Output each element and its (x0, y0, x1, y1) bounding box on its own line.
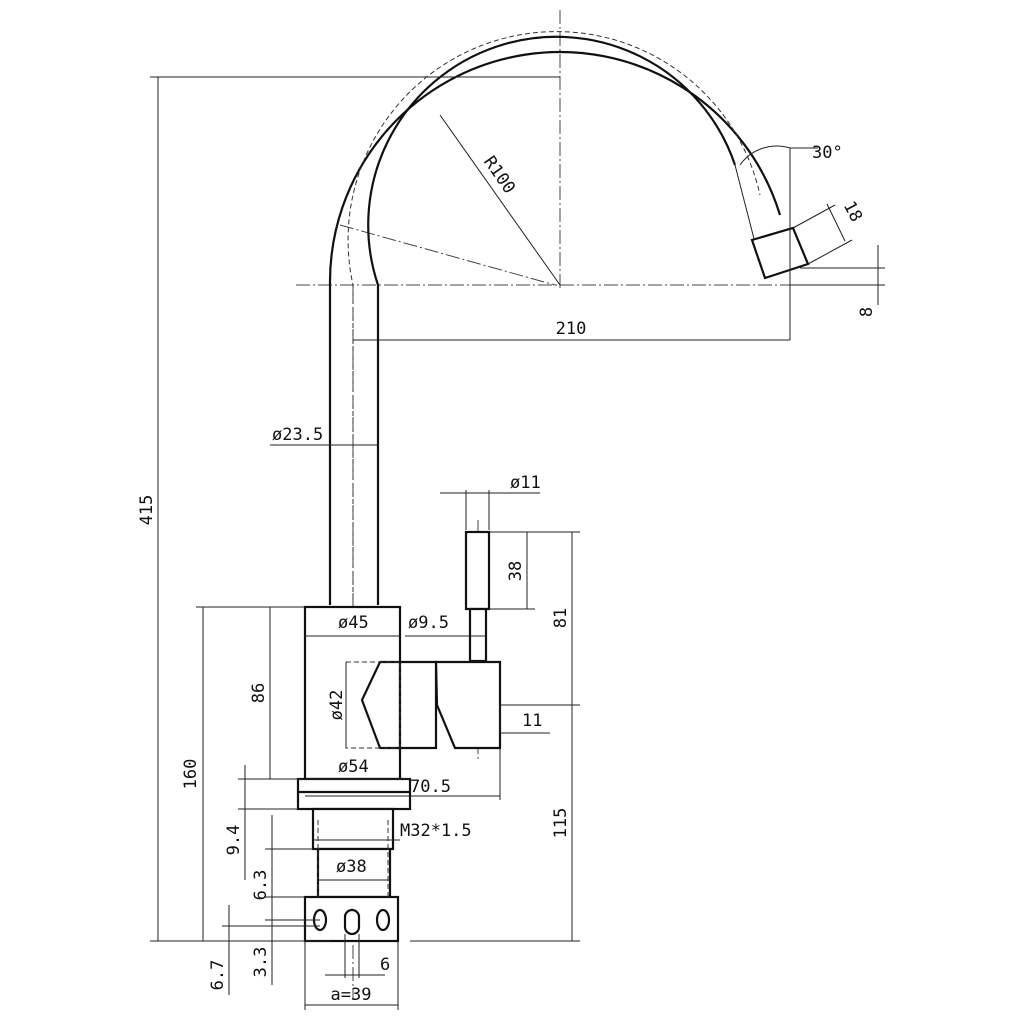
label-lever-offset: 11 (522, 711, 542, 731)
label-shank-step: 6.3 (251, 870, 271, 901)
label-outlet-diameter: 18 (839, 198, 866, 225)
label-lever-stem-diameter: ø9.5 (408, 613, 449, 633)
label-total-height: 415 (137, 495, 157, 526)
label-base-to-lever: 160 (181, 759, 201, 790)
label-spout-reach: 210 (556, 319, 587, 339)
label-handle-diameter: ø11 (510, 473, 541, 493)
spout (328, 31, 810, 605)
dimension-lines (150, 76, 885, 1010)
label-spout-pipe-diameter: ø23.5 (272, 425, 323, 445)
label-hole-spacing: 6 (380, 955, 390, 975)
label-outlet-drop: 8 (857, 307, 877, 317)
label-shank-diameter: ø38 (336, 857, 367, 877)
label-flange-diameter: ø54 (338, 757, 369, 777)
label-flange-thickness: 9.4 (224, 825, 244, 856)
label-handle-length: 38 (506, 561, 526, 581)
label-spout-angle: 30° (812, 143, 843, 163)
label-nut-width: a=39 (331, 985, 372, 1005)
label-body-height: 86 (249, 683, 269, 703)
label-spout-radius: R100 (479, 153, 519, 198)
label-cartridge-diameter: ø42 (327, 690, 347, 721)
label-thread-spec: M32*1.5 (400, 821, 472, 841)
label-handle-height: 81 (551, 608, 571, 628)
label-body-depth: 70.5 (410, 777, 451, 797)
label-hole-offset: 3.3 (251, 947, 271, 978)
label-nut-height: 6.7 (208, 960, 228, 991)
spout-outlet (750, 226, 810, 280)
dimension-labels: 415 R100 30° 18 8 210 ø23.5 ø11 38 81 ø4… (137, 143, 877, 1005)
label-lever-to-base: 115 (551, 808, 571, 839)
handle-lever (434, 530, 502, 750)
label-body-diameter: ø45 (338, 613, 369, 633)
